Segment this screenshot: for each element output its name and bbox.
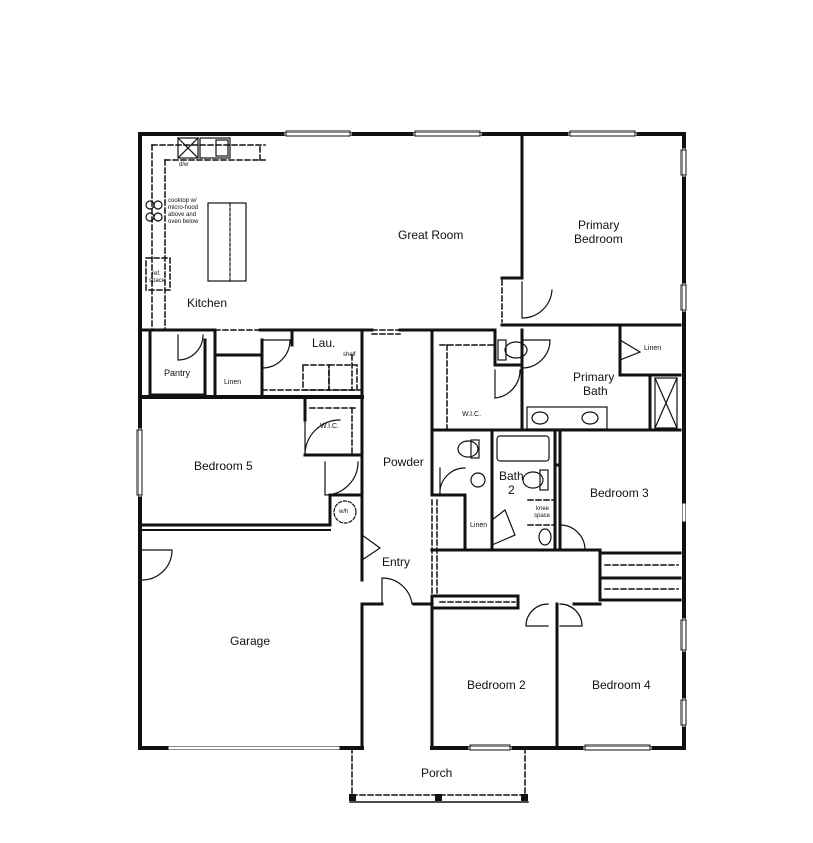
fixture-label-ref-2: space bbox=[149, 278, 166, 284]
kitchen-fixtures bbox=[145, 137, 247, 282]
fixture-label-wic-bedroom5: W.I.C. bbox=[320, 423, 340, 430]
room-label-powder: Powder bbox=[383, 455, 424, 469]
room-label-bath-2-line1: Bath bbox=[499, 469, 524, 483]
bath-fixtures bbox=[333, 339, 678, 546]
porch-posts bbox=[349, 794, 528, 801]
room-label-bedroom-5: Bedroom 5 bbox=[194, 459, 253, 473]
fixture-label-ref-1: ref. bbox=[152, 271, 161, 277]
fixture-label-dishwasher: d/w bbox=[179, 162, 189, 168]
room-label-primary-bath-line1: Primary bbox=[573, 370, 615, 384]
room-label-bath-2-line2: 2 bbox=[508, 483, 515, 497]
fixture-label-linen-primary: Linen bbox=[644, 345, 662, 352]
room-label-kitchen: Kitchen bbox=[187, 296, 228, 310]
room-label-great-room: Great Room bbox=[398, 228, 464, 242]
fixture-label-linen-hall: Linen bbox=[224, 379, 242, 386]
room-label-porch: Porch bbox=[421, 766, 453, 780]
fixture-label-wic-primary: W.I.C. bbox=[462, 411, 482, 418]
fixture-label-knee-2: space bbox=[534, 513, 551, 519]
dashed-outlines bbox=[145, 144, 679, 801]
room-label-bedroom-3: Bedroom 3 bbox=[590, 486, 649, 500]
fixture-label-knee-1: knee bbox=[536, 506, 550, 512]
room-label-entry: Entry bbox=[382, 555, 411, 569]
room-label-garage: Garage bbox=[230, 634, 271, 648]
door-swings bbox=[141, 281, 642, 627]
room-label-pantry: Pantry bbox=[164, 368, 191, 378]
window-frames bbox=[136, 130, 687, 751]
fixture-label-water-heater: w/h bbox=[339, 509, 349, 515]
room-label-primary-bath-line2: Bath bbox=[583, 384, 608, 398]
fixture-label-shelf: shelf bbox=[343, 352, 356, 358]
room-label-bedroom-4: Bedroom 4 bbox=[592, 678, 651, 692]
fixture-label-cooktop-2: micro-hood bbox=[168, 205, 199, 211]
room-label-laundry: Lau. bbox=[312, 336, 336, 350]
fixture-label-linen-bath2: Linen bbox=[470, 522, 488, 529]
fixture-label-cooktop-1: cooktop w/ bbox=[168, 198, 197, 204]
room-label-primary-bedroom-line2: Bedroom bbox=[574, 232, 623, 246]
windows bbox=[138, 132, 686, 750]
room-label-bedroom-2: Bedroom 2 bbox=[467, 678, 526, 692]
fixture-label-cooktop-3: above and bbox=[168, 212, 197, 218]
fixture-label-cooktop-4: oven below bbox=[168, 219, 199, 225]
room-label-primary-bedroom-line1: Primary bbox=[578, 218, 620, 232]
